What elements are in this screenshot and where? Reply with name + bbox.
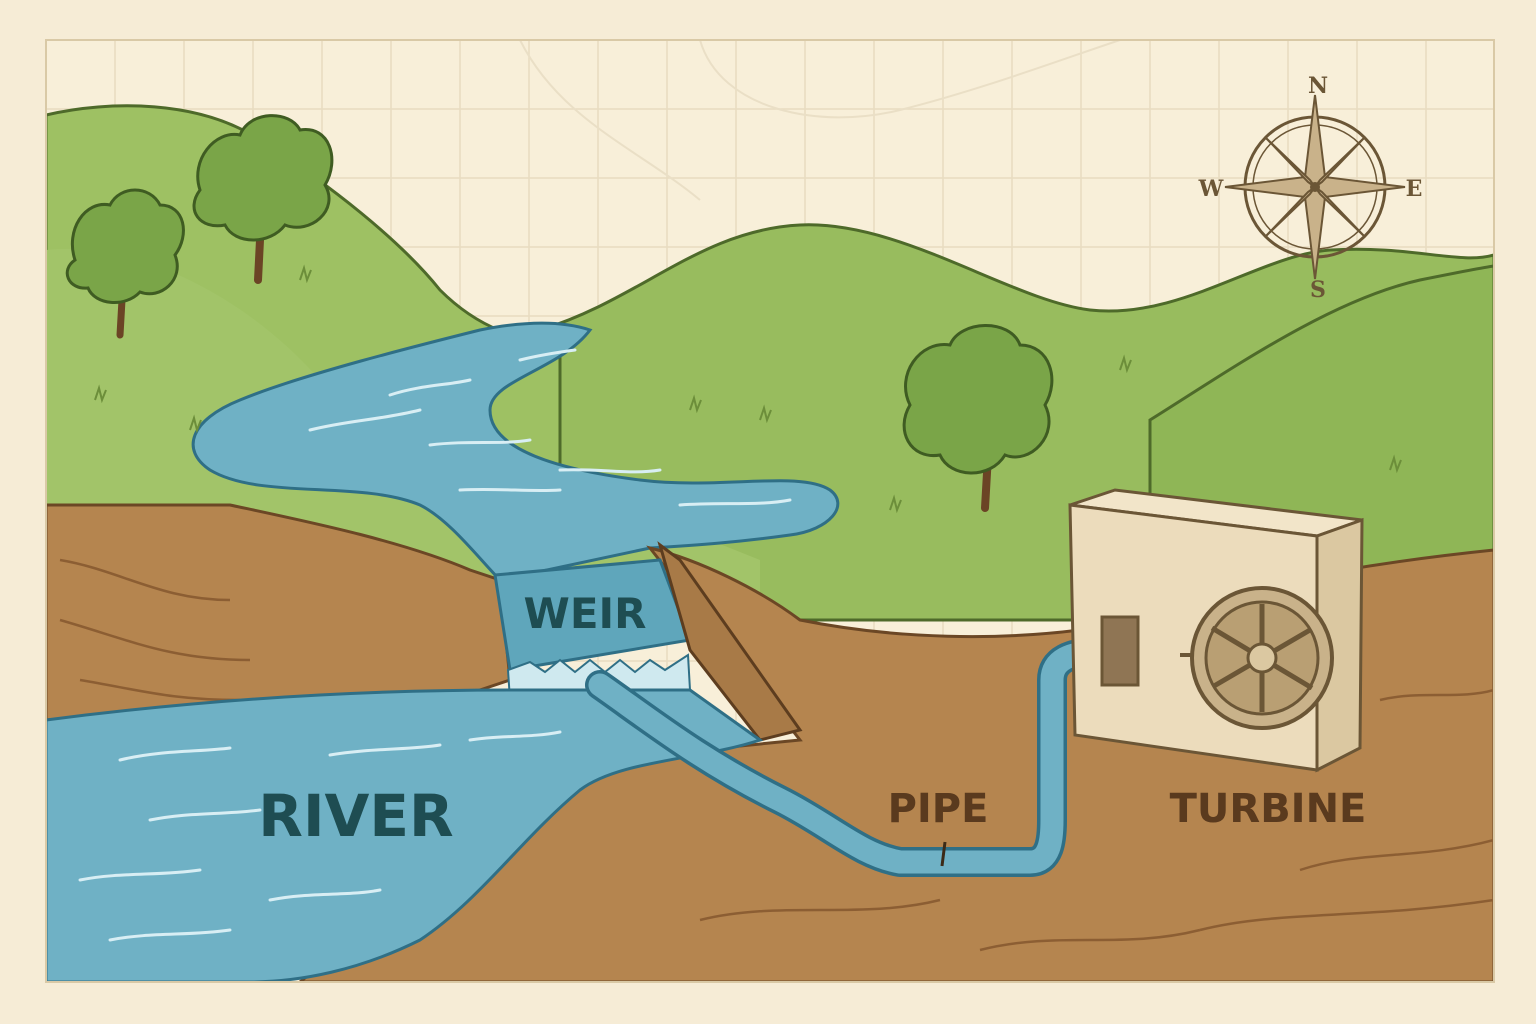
weir-side-bank — [657, 541, 803, 742]
compass-west: W — [1198, 176, 1224, 202]
upper-river — [191, 321, 840, 582]
river-label: RIVER — [258, 782, 453, 850]
pipe-label-tick — [940, 841, 947, 867]
turbine-house — [1068, 488, 1364, 773]
map-frame — [45, 39, 1495, 983]
lower-river-ripples — [78, 730, 562, 942]
soil-strata — [59, 558, 1494, 952]
weir-label: WEIR — [524, 589, 647, 638]
compass-east: E — [1406, 176, 1423, 202]
river-ripples — [308, 348, 792, 507]
compass-north: N — [1308, 73, 1328, 99]
pipe-label: PIPE — [888, 786, 989, 832]
compass-rose — [1224, 94, 1406, 280]
pipe — [588, 640, 1147, 874]
turbine-label: TURBINE — [1170, 786, 1367, 832]
grass-tufts — [94, 264, 1402, 514]
turbine-wheel — [1180, 586, 1334, 730]
tree — [192, 114, 334, 284]
pipe-inlet — [1100, 615, 1140, 687]
tree — [902, 324, 1054, 512]
contour-line — [519, 40, 701, 201]
contour-line — [699, 40, 1121, 119]
compass-south: S — [1310, 277, 1326, 303]
lower-river — [46, 688, 764, 982]
tree — [65, 188, 185, 339]
